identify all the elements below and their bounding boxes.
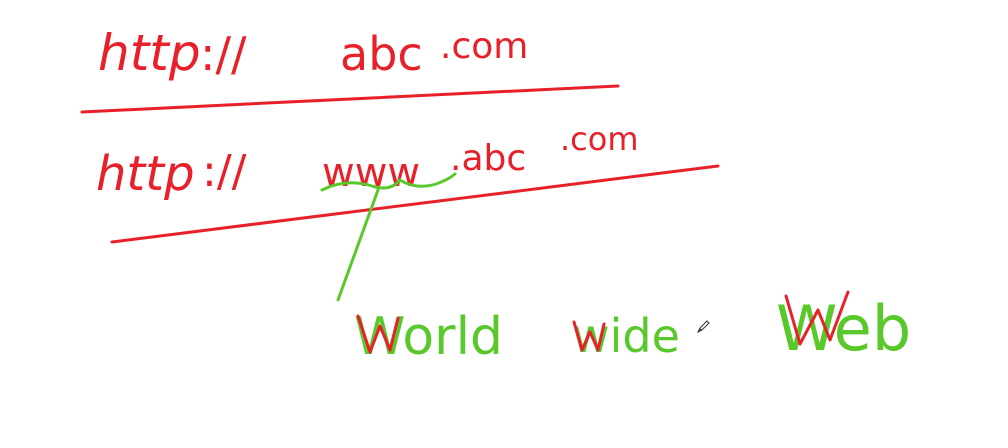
expansion-word-world: World (354, 307, 503, 367)
pen-cursor-icon (696, 320, 710, 334)
url2-separator: :// (202, 146, 247, 197)
url2-domain: .abc (450, 138, 526, 179)
url-line-2: http :// www .abc .com (96, 120, 720, 244)
url1-separator: :// (200, 27, 247, 81)
www-brace (320, 172, 457, 192)
www-annotation (320, 172, 457, 302)
url1-underline (80, 84, 620, 114)
url2-scheme: http (96, 146, 195, 202)
highlight-w-wide (572, 320, 606, 352)
connector-line (336, 188, 380, 302)
expansion-word-wide: wide (572, 309, 680, 363)
highlight-w-world (356, 314, 400, 354)
url-line-1: http :// abc .com (80, 24, 620, 114)
url2-subdomain: www (322, 150, 420, 196)
url2-underline (110, 164, 720, 244)
url1-tld: .com (440, 26, 528, 67)
url1-domain: abc (340, 27, 423, 81)
www-expansion: World wide Web (354, 290, 911, 367)
url1-scheme: http (98, 24, 201, 82)
highlight-w-web (784, 290, 850, 346)
url2-tld: .com (560, 120, 639, 158)
